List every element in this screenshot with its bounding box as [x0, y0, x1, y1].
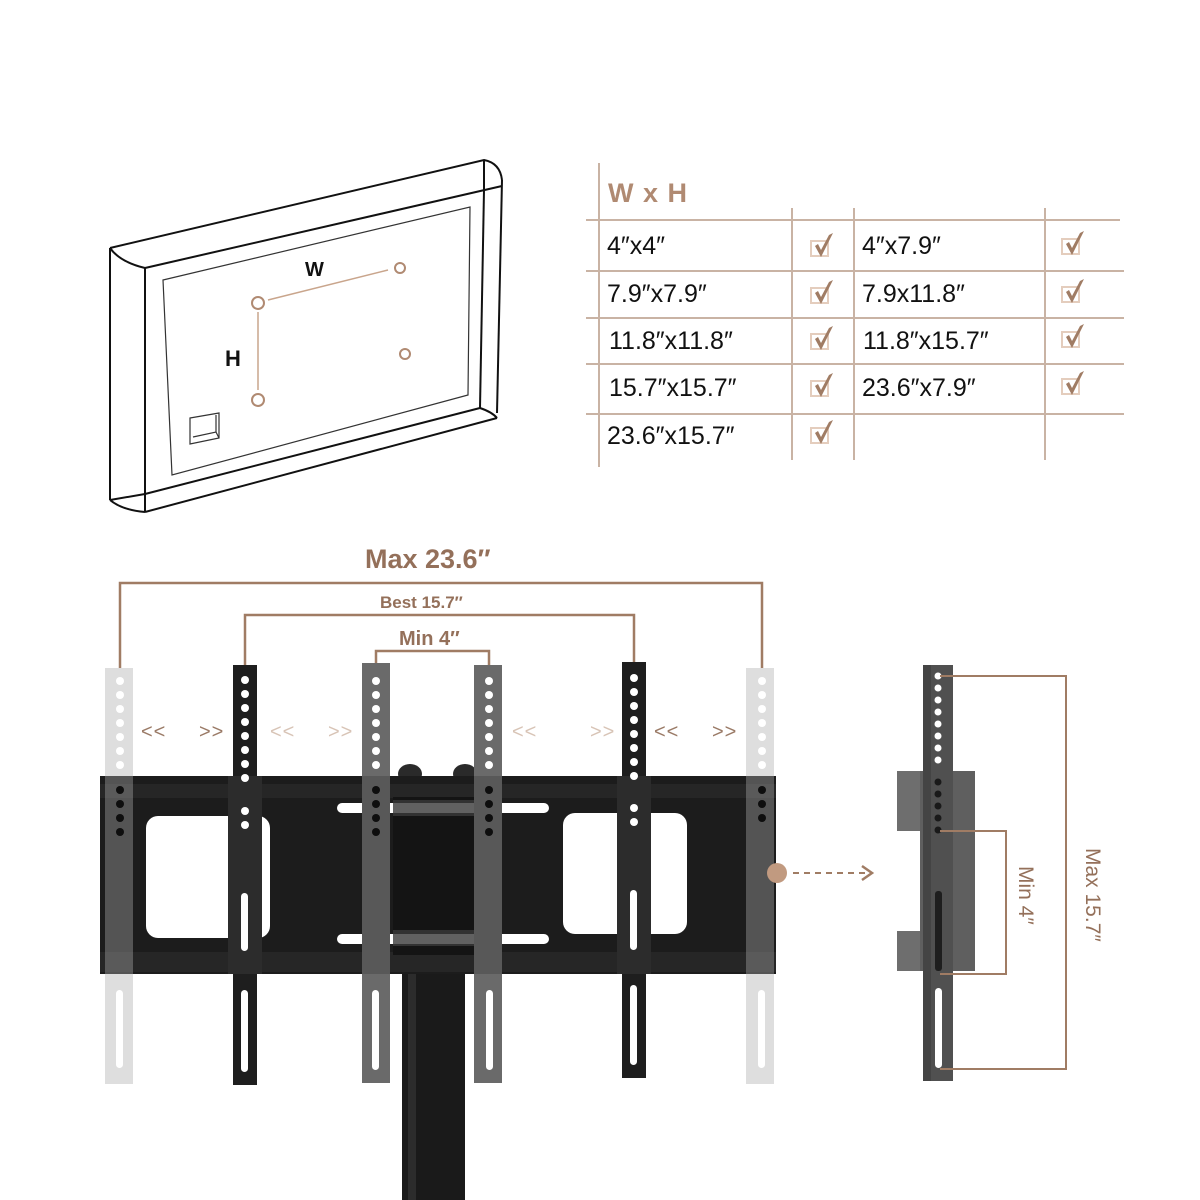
table-cell: 23.6″x7.9″: [862, 374, 976, 402]
adjust-right-arrow-icon: >>: [199, 721, 225, 743]
table-cell: 7.9″x7.9″: [607, 280, 707, 308]
min-height-label: Min 4″: [1014, 866, 1037, 925]
adjust-left-arrow-icon: <<: [654, 721, 680, 743]
table-title: W x H: [608, 178, 689, 208]
adjust-left-arrow-icon: <<: [512, 721, 538, 743]
table-cell: 7.9x11.8″: [862, 280, 965, 308]
adjust-left-arrow-icon: <<: [270, 721, 296, 743]
adjust-right-arrow-icon: >>: [712, 721, 738, 743]
max-width-label: Max 23.6″: [365, 544, 491, 574]
table-cell: 11.8″x15.7″: [863, 327, 989, 355]
height-label: H: [225, 346, 241, 371]
table-cell: 23.6″x15.7″: [607, 422, 735, 450]
max-height-label: Max 15.7″: [1081, 848, 1104, 942]
adjust-right-arrow-icon: >>: [590, 721, 616, 743]
min-width-label: Min 4″: [399, 628, 460, 650]
table-cell: 4″x7.9″: [862, 232, 941, 260]
table-cell: 15.7″x15.7″: [609, 374, 737, 402]
best-width-label: Best 15.7″: [380, 593, 463, 612]
adjust-right-arrow-icon: >>: [328, 721, 354, 743]
table-cell: 4″x4″: [607, 232, 666, 260]
adjust-left-arrow-icon: <<: [141, 721, 167, 743]
width-label: W: [305, 259, 324, 281]
table-cell: 11.8″x11.8″: [609, 327, 733, 355]
